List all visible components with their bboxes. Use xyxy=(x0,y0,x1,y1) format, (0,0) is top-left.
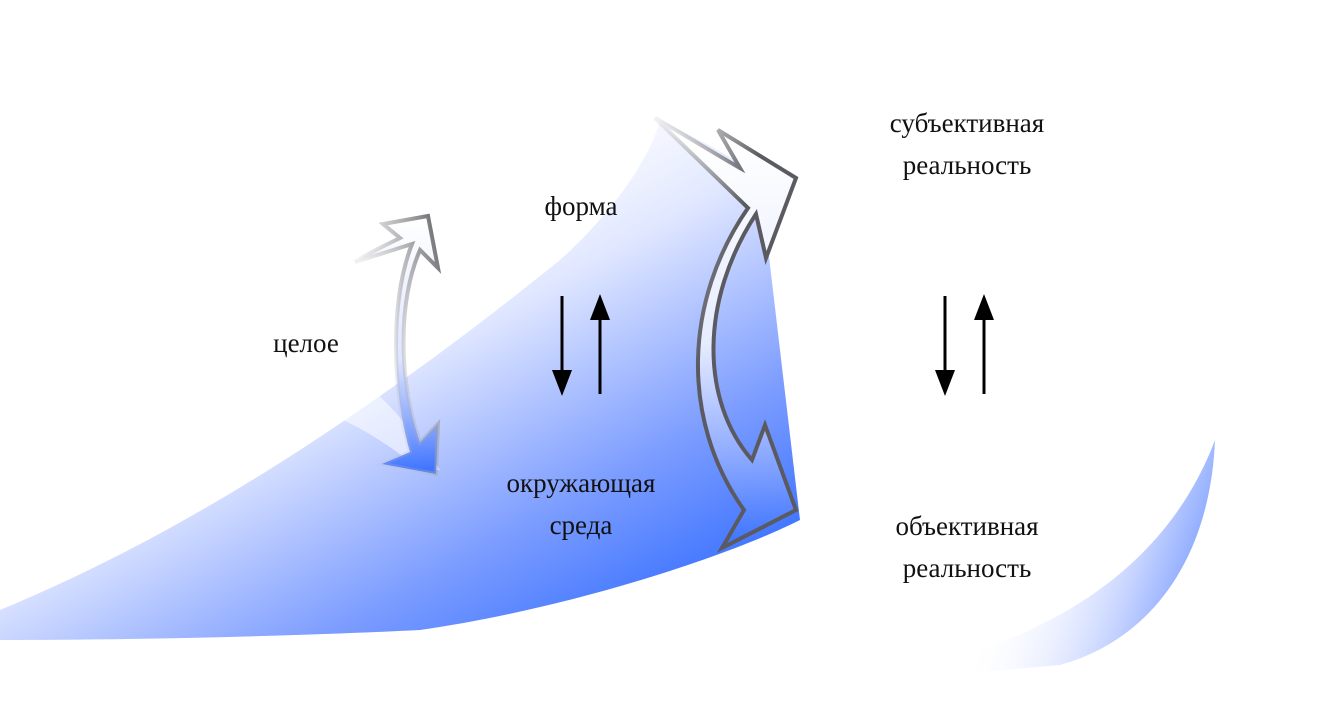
label-whole-text: целое xyxy=(273,328,339,358)
label-form: форма xyxy=(528,185,634,227)
left-blue-wave xyxy=(0,120,800,640)
label-objective-line-2: реальность xyxy=(902,553,1032,583)
label-objective-line-1: объективная xyxy=(895,511,1039,541)
right-blue-crescent xyxy=(780,440,1215,690)
small-curved-double-arrow xyxy=(353,213,442,477)
up-arrow-right-head xyxy=(974,294,994,320)
label-whole: целое xyxy=(258,322,354,364)
label-environment-line-1: окружающая xyxy=(506,468,656,498)
label-environment-line-2: среда xyxy=(549,510,613,540)
label-subjective-line-1: субъективная xyxy=(889,108,1045,138)
label-objective-reality: объективная реальность xyxy=(862,505,1072,589)
form-environment-arrows xyxy=(552,294,610,396)
inner-white-swoop xyxy=(220,330,440,470)
label-environment: окружающая среда xyxy=(478,462,684,546)
label-subjective-reality: субъективная реальность xyxy=(862,102,1072,186)
down-arrow-left-head xyxy=(552,370,572,396)
large-curved-double-arrow xyxy=(653,116,799,553)
down-arrow-right-head xyxy=(935,370,955,396)
label-subjective-line-2: реальность xyxy=(902,150,1032,180)
up-arrow-left-head xyxy=(590,294,610,320)
subjective-objective-arrows xyxy=(935,294,994,396)
label-form-text: форма xyxy=(544,191,618,221)
